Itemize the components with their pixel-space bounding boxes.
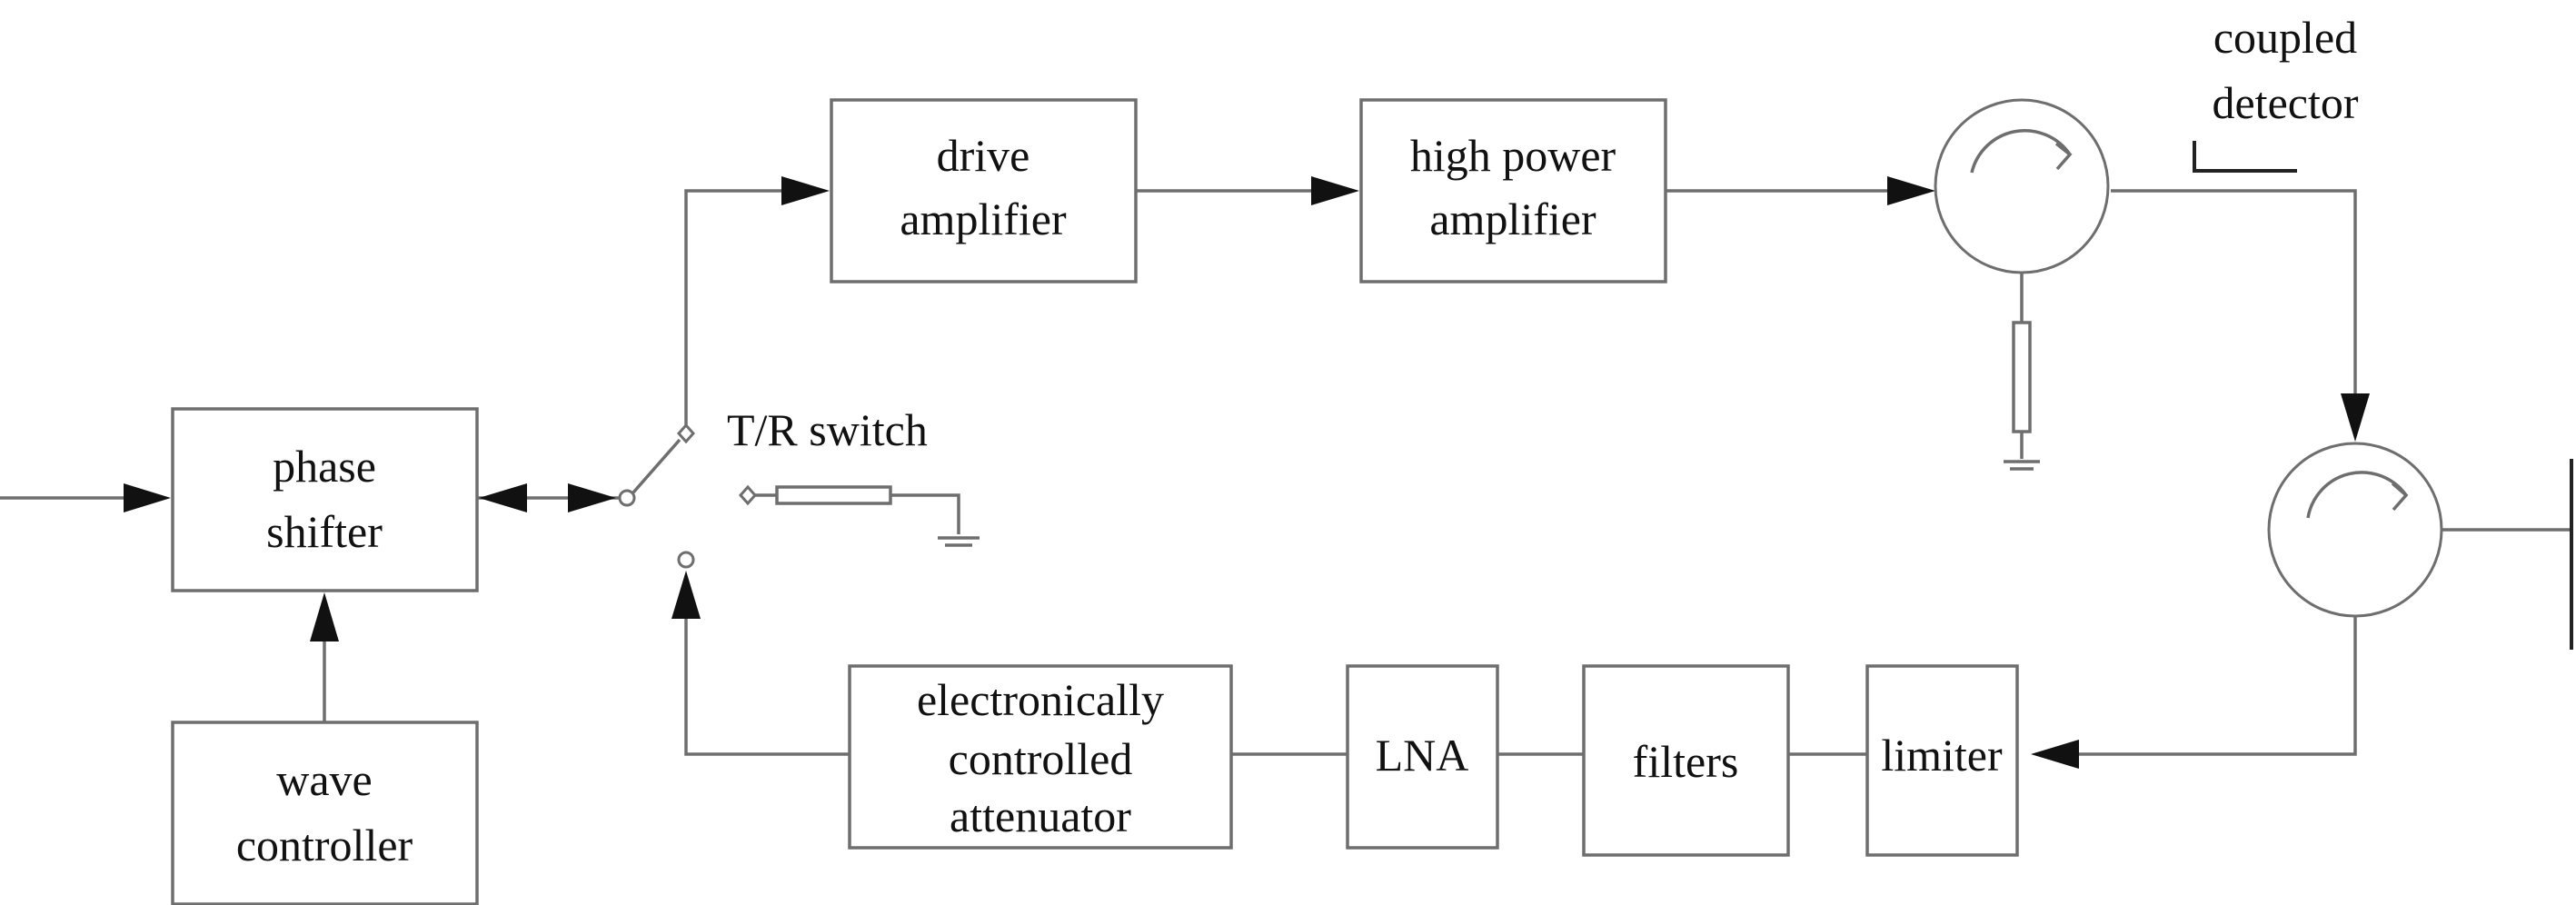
circulator-1-to-circulator-2-line [2111, 189, 2357, 411]
circulator-2-ring [2267, 442, 2443, 618]
attenuator-block: electronically controlled attenuator [848, 664, 1233, 850]
wave-controller-label-line2: controller [236, 820, 413, 870]
drive-amplifier-label-line1: drive [937, 130, 1030, 181]
switch-to-drive-amplifier-line [684, 189, 800, 425]
coupled-detector-label-line1: coupled [2213, 12, 2357, 63]
tr-switch-contact-tx [676, 423, 696, 444]
phase-shifter-block: phase shifter [171, 407, 479, 592]
limiter-block: limiter [1865, 664, 2019, 857]
switch-load-ground-lead [890, 493, 960, 534]
switch-rx-input-arrowhead [671, 571, 701, 619]
circulator-1 [1934, 98, 2110, 274]
circulator-1-rotation-arc [1970, 129, 2072, 174]
drive-amplifier-input-arrowhead [781, 176, 830, 205]
tr-switch-label: T/R switch [727, 404, 928, 455]
tr-switch-contact-rx [677, 551, 695, 569]
filters-label: filters [1633, 736, 1739, 787]
hpa-input-arrowhead [1311, 176, 1359, 205]
bidirectional-arrowhead-left [479, 483, 527, 512]
filters-block: filters [1582, 664, 1790, 857]
attenuator-label-line1: electronically [917, 674, 1164, 725]
circulator-1-input-arrowhead [1887, 176, 1935, 205]
wave-controller-label-line1: wave [276, 754, 373, 805]
high-power-amplifier-label-line2: amplifier [1429, 194, 1596, 244]
wave-controller-arrowhead [310, 592, 339, 641]
drive-amplifier-block: drive amplifier [830, 98, 1138, 283]
lna-block: LNA [1346, 664, 1499, 850]
tr-switch-contact-load [738, 484, 758, 506]
tr-switch-pivot [618, 489, 636, 507]
attenuator-label-line3: attenuator [950, 791, 1131, 841]
coupled-detector-label-line2: detector [2212, 77, 2358, 128]
circulator-2 [2267, 442, 2443, 618]
phase-shifter-label-line1: phase [273, 441, 376, 492]
circulator-2-rotation-arrow [2391, 482, 2409, 512]
high-power-amplifier-block: high power amplifier [1359, 98, 1667, 283]
tr-switch [618, 423, 758, 569]
drive-amplifier-label-line2: amplifier [900, 194, 1067, 244]
tr-switch-lever [632, 438, 681, 494]
lna-label: LNA [1376, 730, 1469, 781]
limiter-label: limiter [1881, 730, 2003, 781]
circulator-1-load-resistor [2012, 321, 2032, 433]
attenuator-to-switch-line [684, 604, 850, 756]
phase-shifter-label-line2: shifter [266, 506, 383, 557]
circulator-2-input-arrowhead [2341, 393, 2370, 442]
bidirectional-arrowhead-right [568, 483, 616, 512]
circulator-2-to-limiter-line [2064, 616, 2357, 756]
switch-load-resistor [775, 485, 892, 505]
wave-controller-block: wave controller [171, 721, 479, 905]
circulator-1-ring [1934, 98, 2110, 274]
attenuator-label-line2: controlled [949, 733, 1133, 784]
coupled-detector-symbol [2193, 141, 2297, 173]
input-arrowhead [124, 483, 171, 512]
circulator-1-rotation-arrow [2054, 142, 2073, 171]
high-power-amplifier-label-line1: high power [1410, 130, 1616, 181]
limiter-input-arrowhead [2031, 740, 2079, 769]
